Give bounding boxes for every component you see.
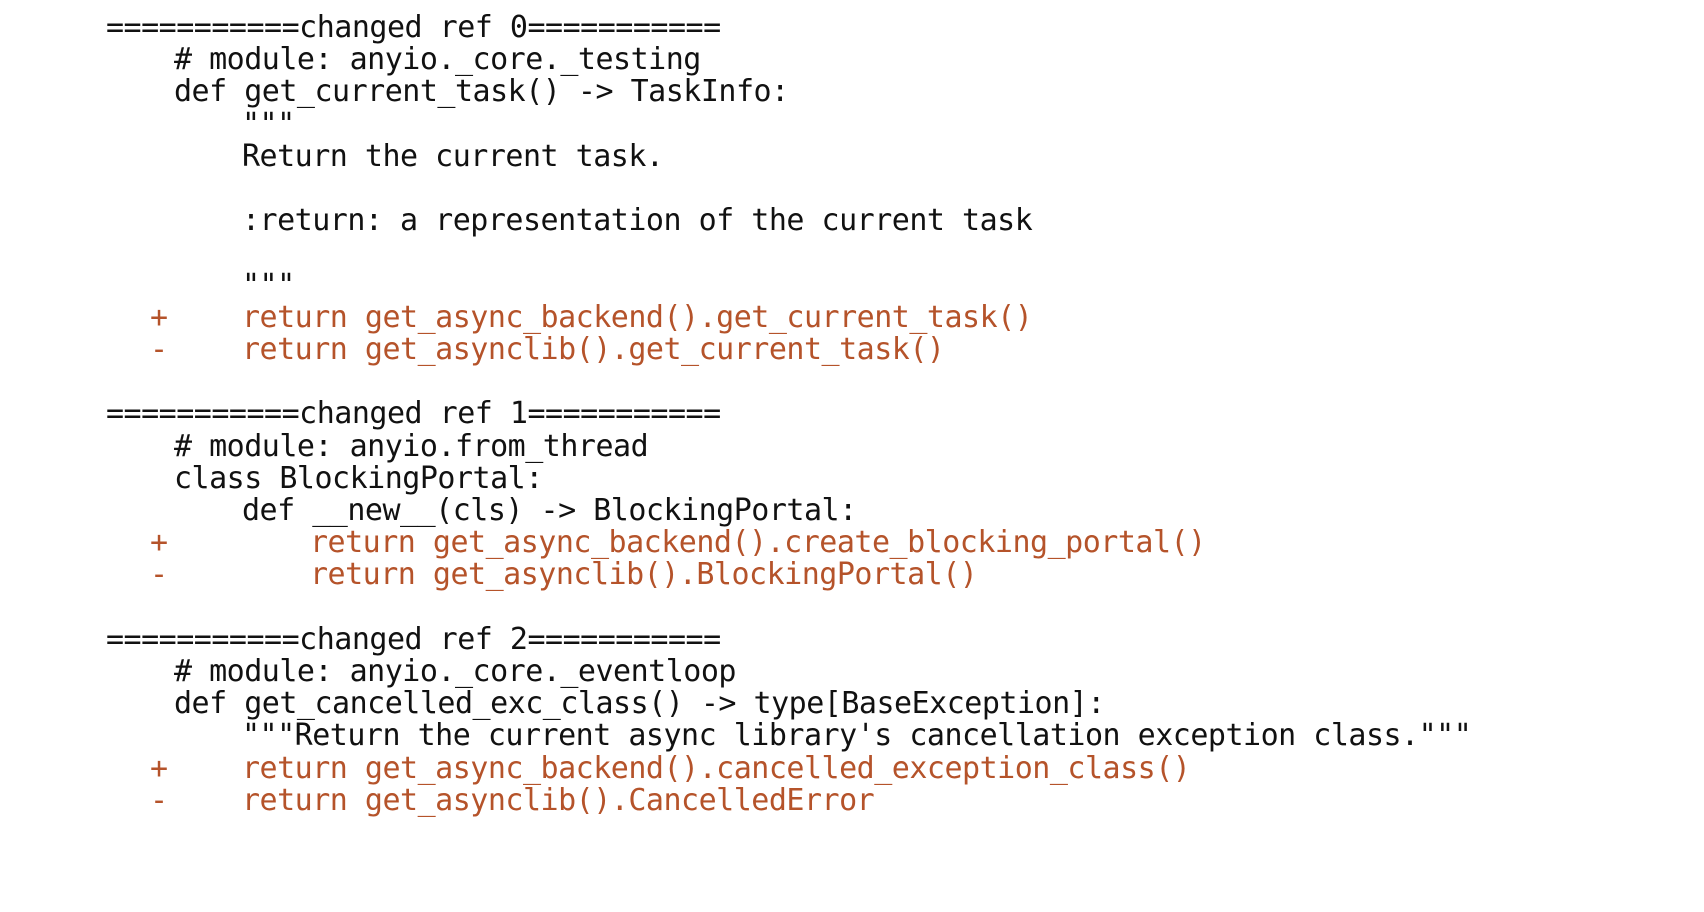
code-text: return get_async_backend().create_blocki… [310, 525, 1206, 561]
diff-minus-marker: - [150, 332, 168, 367]
code-text: # module: anyio.from_thread [174, 428, 649, 464]
code-text: :return: a representation of the current… [242, 203, 1033, 239]
code-text: return get_asynclib().get_current_task() [242, 332, 945, 367]
code-text: return get_asynclib().CancelledError [242, 782, 875, 818]
code-text: """ [242, 267, 295, 303]
diff-plus-marker: + [150, 299, 168, 335]
code-text: """ [242, 106, 295, 142]
code-text: return get_async_backend().cancelled_exc… [242, 750, 1191, 786]
diff-plus-marker: + [150, 525, 168, 561]
code-text: return get_async_backend().get_current_t… [242, 299, 1033, 335]
code-text: ===========changed ref 2=========== [106, 621, 721, 657]
code-text: # module: anyio._core._testing [174, 42, 701, 78]
code-text: def __new__(cls) -> BlockingPortal: [242, 493, 857, 528]
code-text: """Return the current async library's ca… [242, 718, 1472, 754]
code-text: # module: anyio._core._eventloop [174, 654, 736, 689]
code-text: Return the current task. [242, 138, 664, 174]
diff-plus-marker: + [150, 750, 168, 786]
code-text: def get_cancelled_exc_class() -> type[Ba… [174, 686, 1105, 722]
code-text: ===========changed ref 1=========== [106, 396, 721, 432]
diff-minus-marker: - [150, 557, 168, 593]
code-text: ===========changed ref 0=========== [106, 10, 721, 45]
diff-minus-marker: - [150, 782, 168, 818]
code-text: def get_current_task() -> TaskInfo: [174, 74, 789, 110]
code-text: class BlockingPortal: [174, 460, 543, 496]
code-text: return get_asynclib().BlockingPortal() [310, 557, 978, 593]
